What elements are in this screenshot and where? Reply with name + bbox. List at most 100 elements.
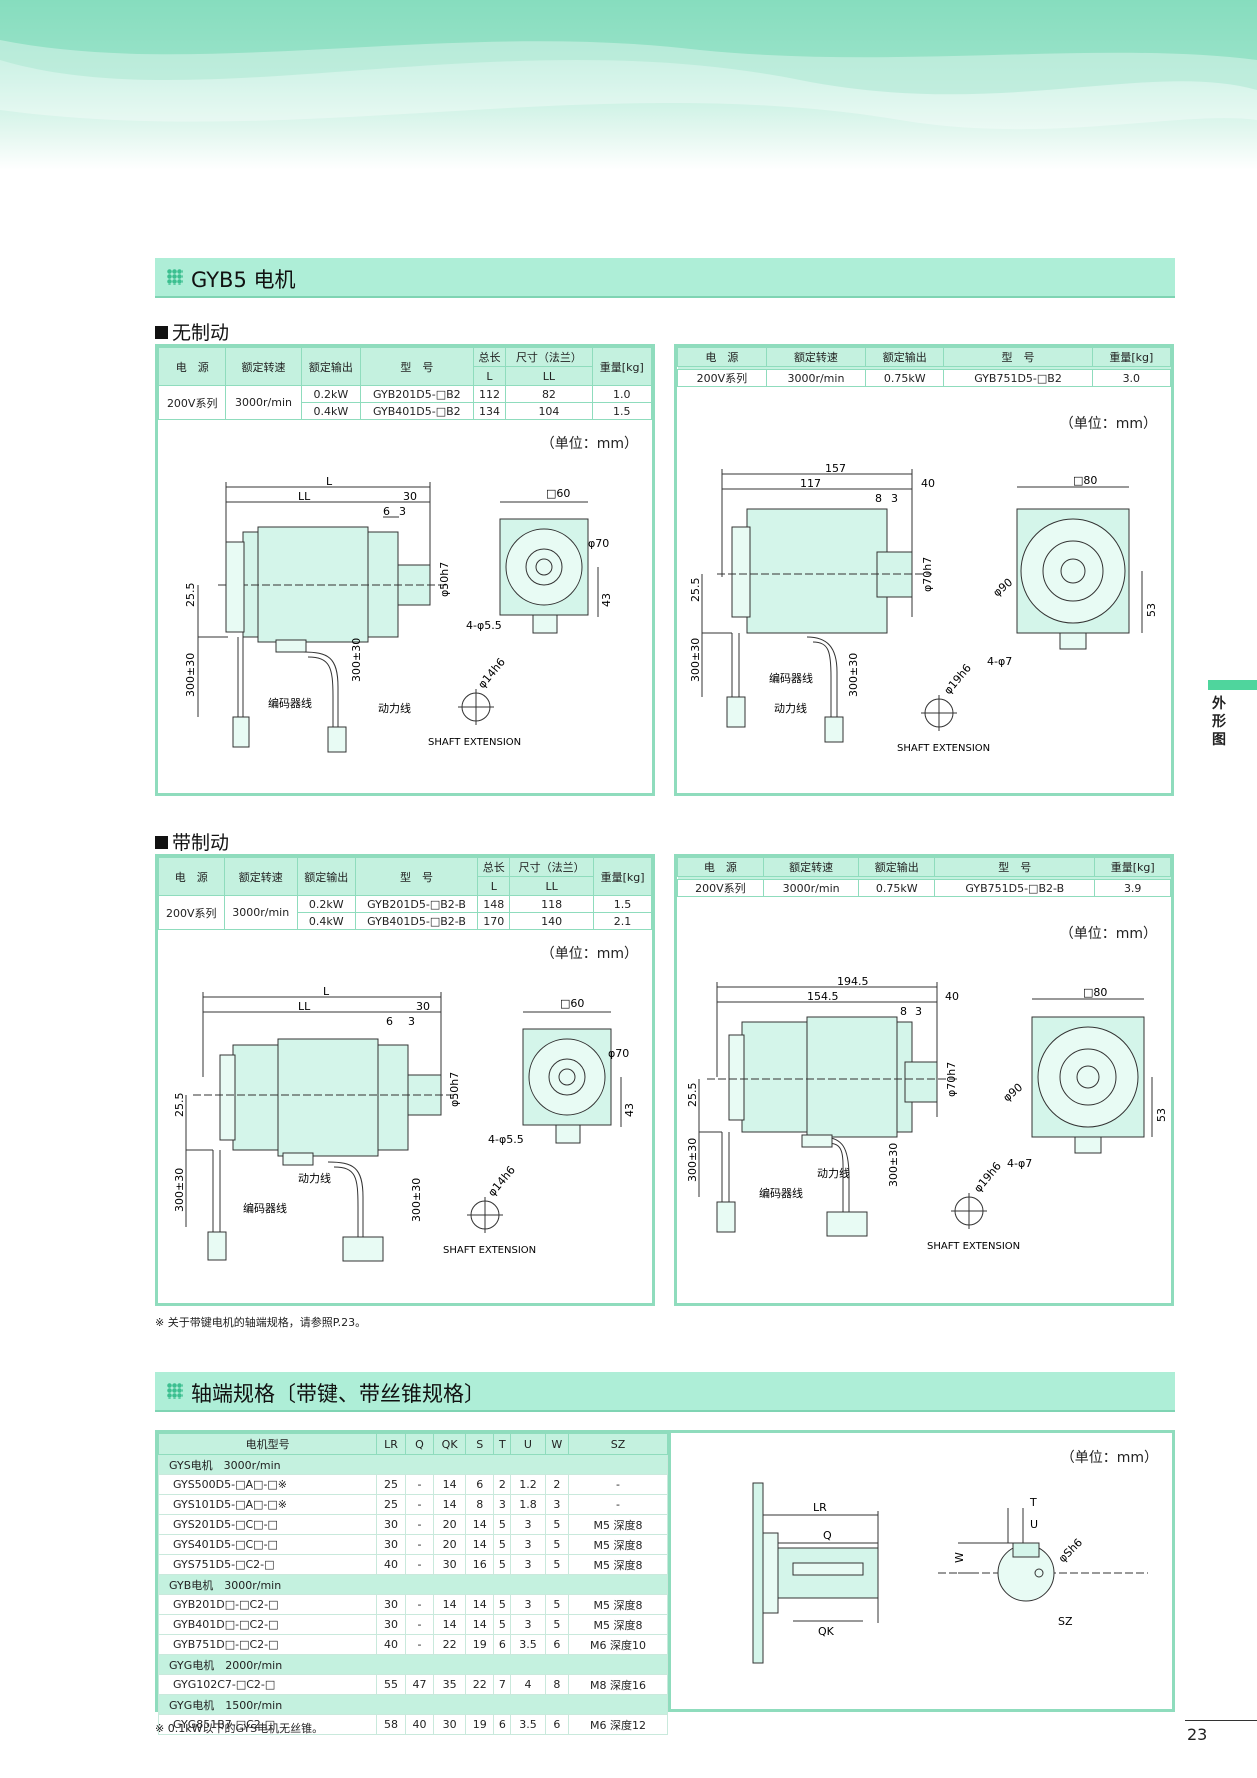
cell: 30 [433, 1714, 466, 1735]
dim-L: L [323, 985, 330, 998]
dim-40: 40 [945, 990, 959, 1003]
label-encoder-cable: 编码器线 [243, 1201, 287, 1215]
th-total: 总长 [477, 857, 511, 877]
cell: 3.0 [1091, 369, 1172, 387]
th-power: 电 源 [158, 857, 225, 896]
cell: 0.4kW [300, 402, 362, 420]
cell: 40 [376, 1554, 406, 1575]
sidebar-char: 外 [1212, 696, 1226, 712]
cell: GYS401D5-□C□-□ [157, 1534, 378, 1555]
cell: 8 [544, 1674, 569, 1695]
cell: - [567, 1474, 669, 1495]
dim-shaft-dia: φ19h6 [971, 1160, 1004, 1195]
cell: 3000r/min [223, 895, 298, 930]
dim-T: T [1029, 1496, 1037, 1509]
table-row: 200V系列 3000r/min 0.75kW GYB751D5-□B2-B 3… [677, 879, 1171, 897]
cell: - [404, 1474, 435, 1495]
cell: M5 深度8 [567, 1614, 669, 1635]
cell: GYG102C7-□C2-□ [157, 1674, 378, 1695]
panel-nobrake-small: 电 源 额定转速 额定输出 型 号 总长 尺寸（法兰） 重量[kg] L LL … [155, 344, 655, 796]
dim-3: 3 [915, 1005, 922, 1018]
cell: 118 [509, 895, 595, 913]
cell: 20 [433, 1514, 466, 1535]
cell: 14 [433, 1614, 466, 1635]
cell: GYB751D□-□C2-□ [157, 1634, 378, 1655]
cell: GYB751D5-□B2 [943, 369, 1093, 387]
cell: 30 [376, 1534, 406, 1555]
th-model: 型 号 [354, 857, 479, 896]
th-col: T [493, 1433, 512, 1455]
subheading-text: 无制动 [172, 322, 230, 344]
dim-holes: 4-φ7 [987, 655, 1012, 668]
section-header-gyb5: GYB5 电机 [155, 258, 1175, 298]
cell: 14 [464, 1614, 495, 1635]
th-LL: LL [505, 366, 593, 386]
cell: 134 [472, 402, 507, 420]
spec-table: 电 源 额定转速 额定输出 型 号 总长 尺寸（法兰） 重量[kg] L LL … [158, 857, 652, 930]
cell: 5 [544, 1514, 569, 1535]
dim-25-5: 25.5 [689, 578, 702, 603]
unit-label: （单位：mm） [1059, 416, 1157, 432]
cell: 5 [493, 1614, 512, 1635]
dim-40: 40 [921, 477, 935, 490]
footnote-key-shaft: ※ 关于带键电机的轴端规格，请参照P.23。 [155, 1316, 367, 1329]
cell: 1.8 [510, 1494, 546, 1515]
th-weight: 重量[kg] [1091, 347, 1172, 367]
cell: 148 [477, 895, 511, 913]
dim-pcd: φ90 [1001, 1081, 1026, 1105]
dim-shaft-dia: φ14h6 [475, 656, 508, 691]
th-weight: 重量[kg] [591, 347, 653, 386]
dim-square: □80 [1073, 474, 1097, 487]
label-power-cable: 动力线 [817, 1166, 850, 1180]
panel-brake-small: 电 源 额定转速 额定输出 型 号 总长 尺寸（法兰） 重量[kg] L LL … [155, 854, 655, 1306]
dim-cable-power: 300±30 [847, 653, 860, 697]
th-speed: 额定转速 [765, 347, 867, 367]
cell: - [404, 1554, 435, 1575]
cell: 19 [464, 1714, 495, 1735]
th-model: 型 号 [934, 857, 1096, 877]
label-shaft-extension: SHAFT EXTENSION [443, 1245, 536, 1256]
cell: M6 深度10 [567, 1634, 669, 1655]
cell: 1.0 [591, 385, 653, 403]
cell: M6 深度12 [567, 1714, 669, 1735]
group-row: GYG电机 2000r/min [158, 1654, 668, 1675]
page-number: 23 [1187, 1725, 1208, 1744]
cell: 3.5 [510, 1714, 546, 1735]
cell: 25 [376, 1494, 406, 1515]
panel-brake-large: 电 源 额定转速 额定输出 型 号 重量[kg] 200V系列 3000r/mi… [674, 854, 1174, 1306]
spec-table: 电 源 额定转速 额定输出 型 号 重量[kg] 200V系列 3000r/mi… [677, 347, 1172, 387]
cell: GYB401D□-□C2-□ [157, 1614, 378, 1635]
cell: 5 [544, 1534, 569, 1555]
th-output: 额定输出 [296, 857, 356, 896]
sidebar-accent-bar [1208, 680, 1257, 690]
dim-cable-power: 300±30 [410, 1178, 423, 1222]
cell: 5 [544, 1594, 569, 1615]
th-power: 电 源 [157, 347, 227, 386]
motor-drawing: 194.5 154.5 40 8 3 25.5 300±30 300±30 φ7… [686, 975, 1168, 1252]
table-row: 200V系列 3000r/min 0.75kW GYB751D5-□B2 3.0 [677, 369, 1172, 387]
cell: 6 [544, 1714, 569, 1735]
th-weight: 重量[kg] [593, 857, 652, 896]
cell: 16 [464, 1554, 495, 1575]
cell: 14 [464, 1534, 495, 1555]
cell: 20 [433, 1534, 466, 1555]
dim-SZ: SZ [1058, 1615, 1073, 1628]
th-col: QK [433, 1433, 466, 1455]
dim-3: 3 [891, 492, 898, 505]
cell: GYB201D5-□B2-B [354, 895, 479, 913]
unit-label: （单位：mm） [540, 436, 638, 452]
cell: GYB401D5-□B2-B [354, 912, 479, 930]
dim-25-5: 25.5 [173, 1093, 186, 1118]
cell: 6 [464, 1474, 495, 1495]
group-row: GYB电机 3000r/min [158, 1574, 668, 1595]
cell: GYB401D5-□B2 [360, 402, 474, 420]
cell: 35 [433, 1674, 466, 1695]
cell: 104 [505, 402, 593, 420]
cell: 7 [493, 1674, 512, 1695]
cell: GYS500D5-□A□-□※ [157, 1474, 378, 1495]
